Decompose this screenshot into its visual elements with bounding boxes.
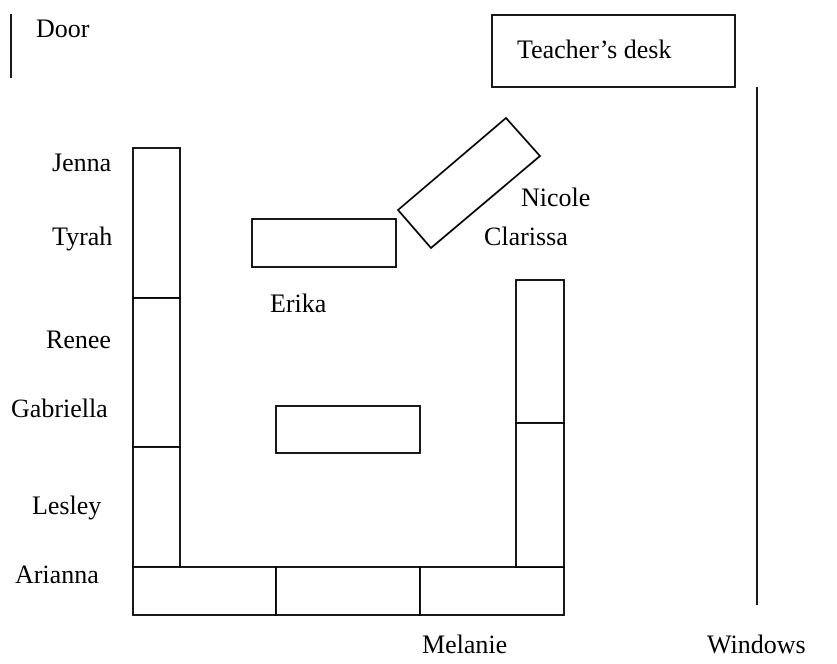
desk-left-top: [132, 147, 181, 299]
student-label-erika: Erika: [270, 289, 327, 318]
student-label-melanie: Melanie: [422, 630, 507, 659]
student-label-lesley: Lesley: [32, 491, 101, 520]
teacher-desk: [491, 14, 736, 88]
desk-angled: [396, 116, 542, 250]
student-label-renee: Renee: [46, 325, 111, 354]
student-label-jenna: Jenna: [52, 148, 112, 177]
student-label-tyrah: Tyrah: [52, 222, 112, 251]
student-label-gabriella: Gabriella: [11, 394, 108, 423]
student-label-arianna: Arianna: [15, 560, 99, 589]
door-label: Door: [36, 14, 90, 43]
desk-right-upper: [515, 279, 565, 424]
desk-bottom-right: [419, 566, 565, 616]
student-label-clarissa: Clarissa: [484, 222, 568, 251]
desk-bottom-left: [132, 566, 277, 616]
desk-center-upper: [251, 218, 397, 268]
desk-left-lower: [132, 446, 181, 568]
desk-bottom-middle: [275, 566, 421, 616]
windows-label: Windows: [707, 630, 806, 659]
student-label-nicole: Nicole: [521, 183, 590, 212]
desk-center-lower: [275, 405, 421, 454]
teacher-desk-label: Teacher’s desk: [517, 35, 671, 64]
desk-right-lower: [515, 422, 565, 568]
desk-left-middle: [132, 297, 181, 448]
